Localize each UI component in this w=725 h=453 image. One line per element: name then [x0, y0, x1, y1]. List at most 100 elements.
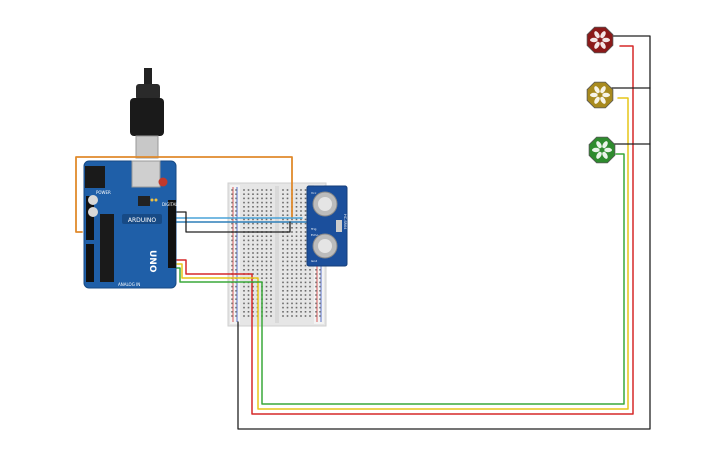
breadboard-hole	[252, 201, 254, 204]
breadboard-hole	[243, 227, 245, 229]
breadboard-hole	[295, 302, 298, 305]
led-petal	[602, 92, 610, 98]
breadboard-hole	[286, 285, 289, 288]
rail-hole	[235, 315, 237, 317]
breadboard-hole	[270, 214, 272, 216]
breadboard-hole	[282, 193, 284, 195]
breadboard-hole	[270, 260, 272, 263]
breadboard-hole	[265, 260, 268, 263]
led-petal	[600, 96, 606, 104]
breadboard-hole	[265, 315, 268, 317]
breadboard-hole	[270, 243, 272, 246]
usb-cable-strain	[144, 68, 152, 84]
rail-hole	[315, 294, 317, 296]
breadboard-hole	[261, 260, 263, 263]
breadboard-hole	[286, 273, 289, 275]
breadboard-hole	[304, 227, 307, 229]
breadboard-hole	[243, 252, 245, 254]
breadboard-hole	[282, 294, 284, 296]
breadboard-hole	[295, 269, 298, 271]
wire-orange	[75, 156, 293, 233]
rail-hole	[235, 264, 237, 267]
breadboard-hole	[270, 281, 272, 284]
breadboard-hole	[270, 218, 272, 221]
usb-cable[interactable]	[130, 68, 164, 159]
breadboard-hole	[247, 193, 250, 195]
reset-button[interactable]	[158, 177, 168, 187]
breadboard-hole	[243, 285, 245, 288]
usb-plug-metal	[135, 135, 159, 159]
rail-hole	[235, 193, 237, 195]
breadboard-hole	[295, 294, 298, 296]
rail-hole	[231, 214, 233, 216]
breadboard-hole	[291, 227, 293, 229]
breadboard-hole	[270, 269, 272, 271]
breadboard-hole	[252, 260, 254, 263]
breadboard-hole	[243, 197, 245, 200]
breadboard-hole	[256, 248, 259, 250]
rail-hole	[231, 315, 233, 317]
breadboard-hole	[247, 214, 250, 216]
breadboard-hole	[295, 193, 298, 195]
rail-hole	[231, 285, 233, 288]
breadboard-hole	[247, 197, 250, 200]
breadboard-hole	[304, 298, 307, 300]
breadboard-hole	[286, 201, 289, 204]
breadboard-hole	[300, 285, 302, 288]
led-green[interactable]	[588, 136, 616, 164]
breadboard-hole	[295, 214, 298, 216]
led-petal	[600, 31, 606, 39]
breadboard-hole	[295, 210, 298, 212]
breadboard-hole	[265, 214, 268, 216]
led-red[interactable]	[586, 26, 614, 54]
breadboard-hole	[256, 243, 259, 246]
breadboard-hole	[256, 201, 259, 204]
rail-hole	[315, 290, 317, 292]
breadboard-hole	[291, 264, 293, 267]
rail-hole	[231, 290, 233, 292]
breadboard-hole	[270, 222, 272, 225]
breadboard-hole	[282, 210, 284, 212]
breadboard-hole	[304, 290, 307, 292]
breadboard-hole	[270, 290, 272, 292]
breadboard-hole	[291, 298, 293, 300]
rail-hole	[315, 281, 317, 284]
usb-chip	[138, 196, 150, 206]
breadboard-hole	[291, 285, 293, 288]
rail-hole	[231, 206, 233, 208]
breadboard-hole	[295, 227, 298, 229]
breadboard-hole	[300, 214, 302, 216]
breadboard-hole	[286, 235, 289, 237]
breadboard-hole	[291, 239, 293, 242]
breadboard-hole	[261, 248, 263, 250]
breadboard-hole	[304, 315, 307, 317]
breadboard-hole	[256, 210, 259, 212]
breadboard-hole	[256, 218, 259, 221]
breadboard-hole	[304, 210, 307, 212]
usb-plug-body	[130, 98, 164, 136]
breadboard-hole	[243, 256, 245, 258]
breadboard-hole	[256, 256, 259, 258]
breadboard-hole	[300, 189, 302, 191]
breadboard-hole	[265, 252, 268, 254]
breadboard-hole	[291, 273, 293, 275]
breadboard-hole	[300, 193, 302, 195]
breadboard-hole	[270, 315, 272, 317]
led-yellow[interactable]	[586, 81, 614, 109]
breadboard-hole	[291, 218, 293, 221]
breadboard-hole	[282, 277, 284, 279]
breadboard-hole	[291, 235, 293, 237]
arduino-uno[interactable]: ARDUINO UNO DIGITAL POWER ANALOG IN	[83, 160, 178, 289]
ultrasonic-sensor[interactable]: HC-SR04 Vcc Trig Echo Gnd	[306, 185, 348, 267]
breadboard-hole	[243, 222, 245, 225]
breadboard-hole	[304, 235, 307, 237]
breadboard-hole	[243, 235, 245, 237]
led-petal	[594, 86, 600, 94]
breadboard-hole	[291, 311, 293, 313]
breadboard-hole	[252, 189, 254, 191]
pin-trig-label: Trig	[310, 227, 316, 231]
rx-led	[154, 198, 158, 202]
breadboard-hole	[247, 269, 250, 271]
led-petal	[596, 151, 602, 159]
breadboard-hole	[252, 214, 254, 216]
